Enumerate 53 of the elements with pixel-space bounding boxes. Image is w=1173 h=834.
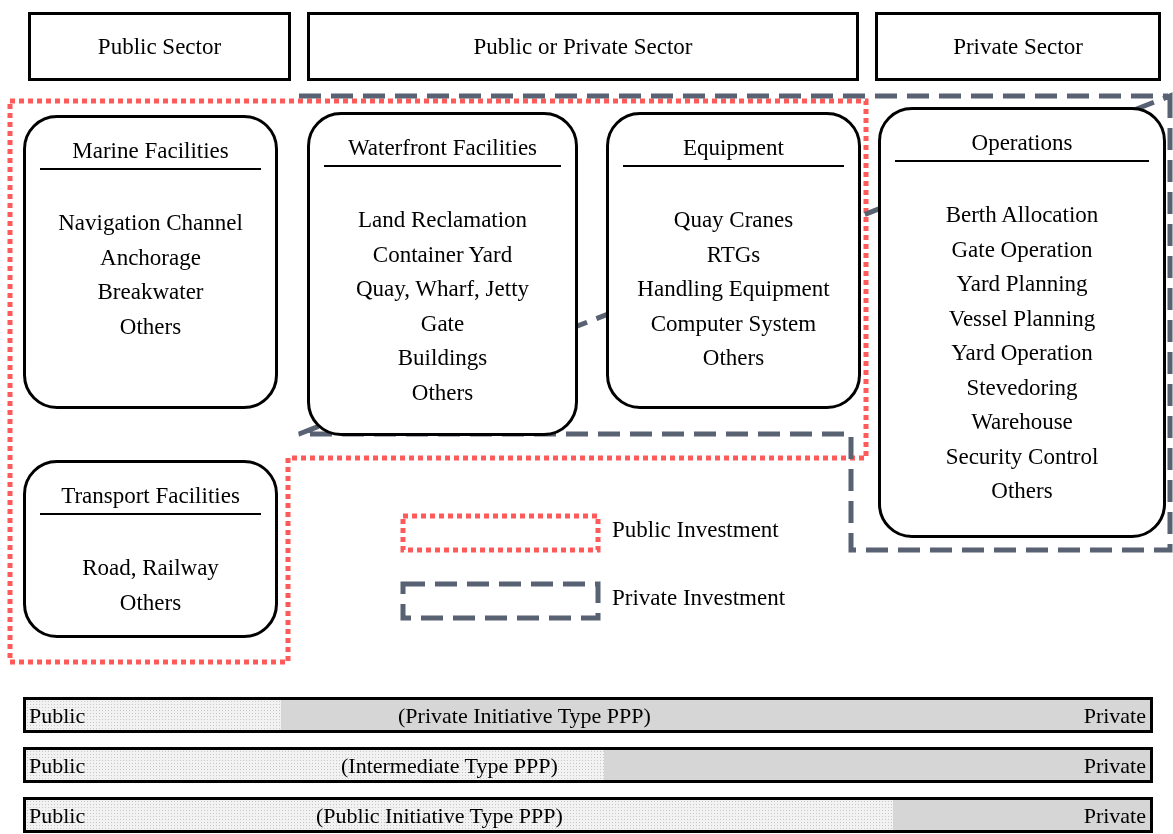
ppp-spectrum-bar <box>23 697 1153 733</box>
list-item: Yard Operation <box>951 339 1093 367</box>
list-item: Quay Cranes <box>673 206 794 234</box>
list-item: Quay, Wharf, Jetty <box>355 275 530 303</box>
list-item: Yard Planning <box>956 270 1088 298</box>
card-title: Waterfront Facilities <box>346 135 539 162</box>
list-item: Others <box>991 477 1053 505</box>
bar-type-label: (Intermediate Type PPP) <box>341 753 558 779</box>
list-item: Anchorage <box>100 243 201 272</box>
list-item: Stevedoring <box>966 373 1078 402</box>
bar-type-label: (Public Initiative Type PPP) <box>316 803 563 829</box>
bar-end-label: Private <box>1083 753 1146 779</box>
card-title: Equipment <box>682 135 785 162</box>
list-item: Gate <box>420 309 465 338</box>
list-item: Others <box>411 378 474 407</box>
card-title: Transport Facilities <box>60 483 241 510</box>
list-item: Land Reclamation <box>357 206 528 234</box>
ppp-spectrum-bar <box>23 747 1153 783</box>
list-item: Breakwater <box>97 278 204 306</box>
list-item: Gate Operation <box>951 235 1093 264</box>
list-item: Others <box>702 344 765 372</box>
list-item: Handling Equipment <box>637 275 830 303</box>
category-card <box>23 115 278 409</box>
card-title: Marine Facilities <box>71 138 230 165</box>
list-item: Vessel Planning <box>948 304 1096 333</box>
bar-end-label: Private <box>1083 803 1146 829</box>
bar-end-label: Public <box>29 753 86 779</box>
legend-label: Public Investment <box>612 517 779 543</box>
list-item: Berth Allocation <box>945 201 1099 229</box>
category-card <box>878 107 1166 538</box>
bar-end-label: Private <box>1083 703 1146 729</box>
sector-header-box: Public Sector <box>28 12 291 81</box>
list-item: Others <box>119 312 182 341</box>
category-card <box>307 112 578 436</box>
list-item: Others <box>119 588 182 617</box>
category-card <box>606 112 861 409</box>
category-card <box>23 460 278 638</box>
list-item: Buildings <box>397 344 488 372</box>
card-title: Operations <box>970 130 1074 157</box>
list-item: Computer System <box>650 309 817 338</box>
bar-end-label: Public <box>29 803 86 829</box>
list-item: RTGs <box>706 240 761 269</box>
legend-label: Private Investment <box>612 585 786 611</box>
ppp-spectrum-bar <box>23 797 1153 833</box>
sector-header-box: Private Sector <box>875 12 1161 81</box>
sector-header-box: Public or Private Sector <box>307 12 859 81</box>
bar-type-label: (Private Initiative Type PPP) <box>398 703 651 729</box>
bar-end-label: Public <box>29 703 86 729</box>
list-item: Security Control <box>945 442 1099 471</box>
list-item: Container Yard <box>372 240 513 269</box>
list-item: Road, Railway <box>82 554 219 582</box>
list-item: Warehouse <box>971 408 1073 436</box>
list-item: Navigation Channel <box>58 209 243 237</box>
